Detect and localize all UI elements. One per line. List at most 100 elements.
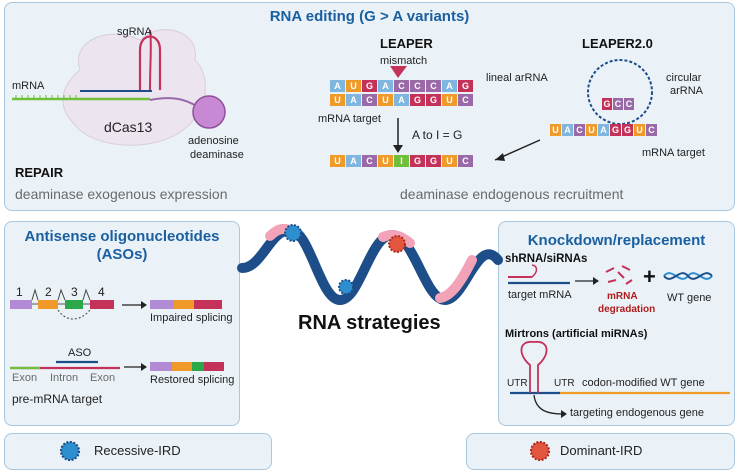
leaper-mrna-letter: U	[382, 95, 389, 105]
leaper-arrna-letter: A	[334, 81, 341, 91]
plus-sign: +	[643, 264, 656, 289]
leaper-arrna-letter: G	[366, 81, 373, 91]
leaper-result-tile	[378, 155, 393, 167]
dominant-mark	[388, 235, 406, 253]
exon-number-2: 2	[45, 285, 52, 299]
repair-caption: deaminase exogenous expression	[15, 186, 228, 202]
leaper-arrna-tile	[426, 80, 441, 92]
exon-number-3: 3	[71, 285, 78, 299]
aso-title-line2: (ASOs)	[96, 246, 148, 263]
leaper-result-letter: C	[462, 156, 469, 166]
rna-editing-title: RNA editing (G > A variants)	[269, 8, 470, 25]
leaper2-target-tile	[610, 124, 621, 136]
dominant-legend-icon	[529, 440, 551, 462]
exon-right-label: Exon	[90, 372, 116, 384]
leaper2-target-letter: U	[588, 125, 595, 135]
targeting-endogenous-label: targeting endogenous gene	[570, 407, 704, 419]
leaper-caption: deaminase endogenous recruitment	[400, 186, 624, 202]
wt-gene-label: WT gene	[667, 292, 712, 304]
intron-label: Intron	[50, 372, 79, 384]
knockdown-title: Knockdown/replacement	[527, 232, 706, 249]
leaper2-target-tile	[562, 124, 573, 136]
leaper2-target-letter: G	[624, 125, 631, 135]
leaper-arrna-letter: A	[446, 81, 453, 91]
leaper2-target-tile	[550, 124, 561, 136]
restored-splicing-label: Restored splicing	[150, 374, 235, 386]
leaper2-target-letter: C	[648, 125, 655, 135]
sgrna-label: sgRNA	[117, 26, 152, 38]
wt-gene-helix	[663, 272, 713, 280]
aso-bound-premrna	[10, 360, 120, 370]
dcas13-label: dCas13	[104, 119, 153, 135]
leaper-result-letter: G	[430, 156, 437, 166]
target-mrna-label: target mRNA	[508, 289, 572, 301]
leaper-arrna-letter: C	[430, 81, 437, 91]
utr-left-label: UTR	[507, 378, 528, 389]
pre-mrna-target-label: pre-mRNA target	[12, 392, 103, 406]
dcas13-shape	[62, 29, 206, 146]
leaper2-loop-letter: C	[626, 99, 633, 109]
leaper-mrna-target-label: mRNA target	[318, 113, 381, 125]
impaired-splicing-mrna	[150, 300, 222, 309]
leaper2-loop-tile	[602, 98, 612, 110]
leaper-mrna-letter: C	[366, 95, 373, 105]
leaper-result-letter: U	[334, 156, 341, 166]
leaper-result-letter: C	[366, 156, 373, 166]
exon-number-4: 4	[98, 285, 105, 299]
leaper-mrna-tile	[394, 94, 409, 106]
targeting-arrow	[533, 394, 564, 415]
aso-title-line1: Antisense oligonucleotides	[24, 228, 220, 245]
repair-mrna-label: mRNA	[12, 80, 45, 92]
leaper2-target-letter: U	[552, 125, 559, 135]
arrna-label: arRNA	[670, 85, 704, 97]
shrna-target-mrna	[508, 264, 570, 285]
leaper-mrna-tile	[346, 94, 361, 106]
leaper-arrna-letter: C	[414, 81, 421, 91]
leaper-mrna-tile	[378, 94, 393, 106]
leaper-arrna-letter: G	[462, 81, 469, 91]
dominant-legend-label: Dominant-IRD	[560, 443, 643, 458]
impaired-splicing-label: Impaired splicing	[150, 312, 233, 324]
leaper-arrna-letter: A	[382, 81, 389, 91]
lineal-arrna-label: lineal arRNA	[486, 72, 548, 84]
deaminase-label: deaminase	[190, 149, 244, 161]
leaper2-target-letter: G	[612, 125, 619, 135]
leaper-result-tile	[442, 155, 457, 167]
leaper-mrna-letter: U	[334, 95, 341, 105]
adenosine-label: adenosine	[188, 135, 239, 147]
leaper2-target-letter: A	[564, 125, 571, 135]
recessive-legend-icon	[59, 440, 81, 462]
mrna-degradation-line2: degradation	[598, 304, 656, 315]
leaper2-target-tile	[574, 124, 585, 136]
leaper-mrna-letter: A	[350, 95, 357, 105]
circular-label: circular	[666, 72, 702, 84]
leaper-result-tile	[410, 155, 425, 167]
leaper-mrna-letter: G	[430, 95, 437, 105]
leaper-result-tile	[426, 155, 441, 167]
mismatch-label: mismatch	[380, 55, 428, 67]
leaper-result-letter: G	[414, 156, 421, 166]
leaper2-loop-tile	[613, 98, 623, 110]
leaper2-mrna-target-label: mRNA target	[642, 147, 705, 159]
leaper-mrna-tile	[330, 94, 345, 106]
mrna-fragments	[605, 265, 633, 285]
leaper-arrna-letter: U	[350, 81, 357, 91]
leaper-mrna-tile	[458, 94, 473, 106]
leaper2-target-tile	[586, 124, 597, 136]
aso-panel	[4, 221, 240, 426]
leaper-result-letter: I	[400, 156, 403, 166]
leaper-result-tile	[346, 155, 361, 167]
a-to-i-label: A to I = G	[412, 128, 463, 142]
leaper-result-letter: U	[446, 156, 453, 166]
leaper-arrna-tile	[410, 80, 425, 92]
leaper2-target-letter: C	[576, 125, 583, 135]
leaper-result-letter: A	[350, 156, 357, 166]
aso-label: ASO	[68, 347, 92, 359]
leaper2-target-tile	[622, 124, 633, 136]
exon-number-1: 1	[16, 285, 23, 299]
circular-arrna	[587, 59, 653, 125]
repair-mrna-ticks	[15, 95, 77, 99]
